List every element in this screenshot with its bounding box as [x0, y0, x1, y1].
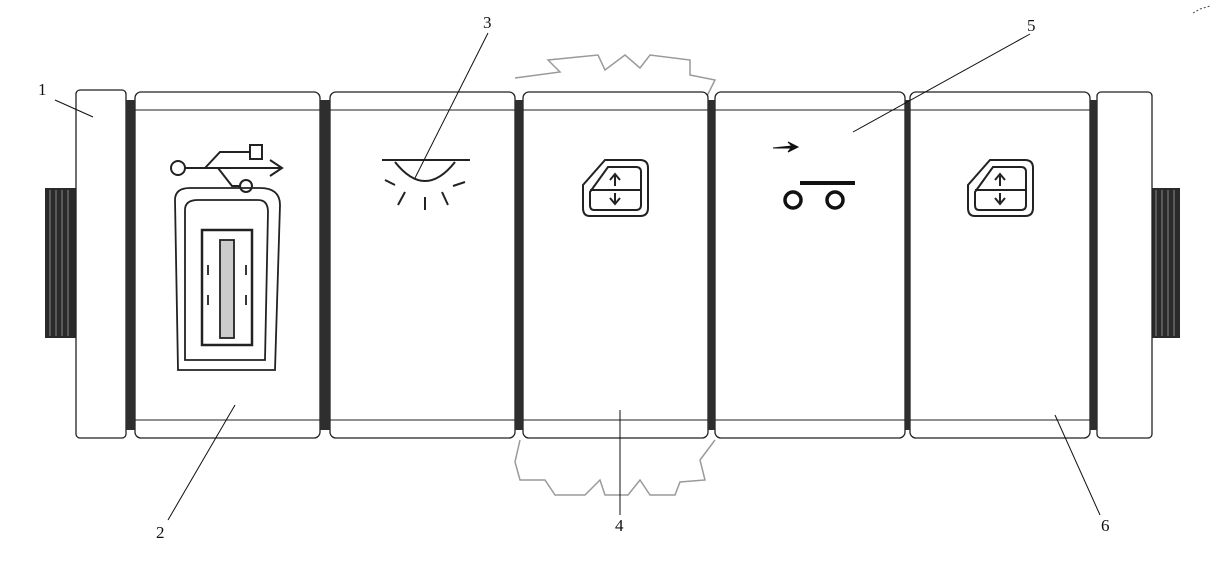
callout-6: 6 [1101, 516, 1110, 535]
callout-4: 4 [615, 516, 624, 535]
callout-3: 3 [483, 13, 492, 32]
callout-2: 2 [156, 523, 165, 542]
window-switch-left-body [522, 91, 709, 439]
door-switch-body [714, 91, 906, 439]
leader-lines [54, 32, 1101, 521]
module-seams [126, 100, 1097, 430]
bezel-lines [135, 109, 1090, 421]
window-lift-icon-right [967, 159, 1034, 217]
watermark-gear [514, 54, 717, 496]
left-knurled-shaft [45, 188, 77, 338]
usb-socket [174, 187, 281, 371]
module-bodies [75, 89, 1153, 439]
leader-5 [852, 33, 1031, 133]
leader-1 [54, 99, 94, 118]
window-switch-right-body [909, 91, 1091, 439]
end-cap-right [1096, 91, 1153, 439]
right-knurled-shaft [1150, 188, 1180, 338]
callout-5: 5 [1027, 16, 1036, 35]
door-open-icon [772, 141, 855, 210]
leader-6 [1054, 414, 1101, 516]
end-cap-left [75, 89, 127, 439]
corner-mark [1192, 5, 1211, 14]
leader-3 [414, 32, 489, 179]
lamp-switch-body [329, 91, 516, 439]
lamp-icon [382, 159, 470, 210]
callout-1: 1 [38, 80, 47, 99]
usb-icon [170, 144, 284, 193]
leader-2 [167, 404, 236, 521]
window-lift-icon [582, 159, 649, 217]
